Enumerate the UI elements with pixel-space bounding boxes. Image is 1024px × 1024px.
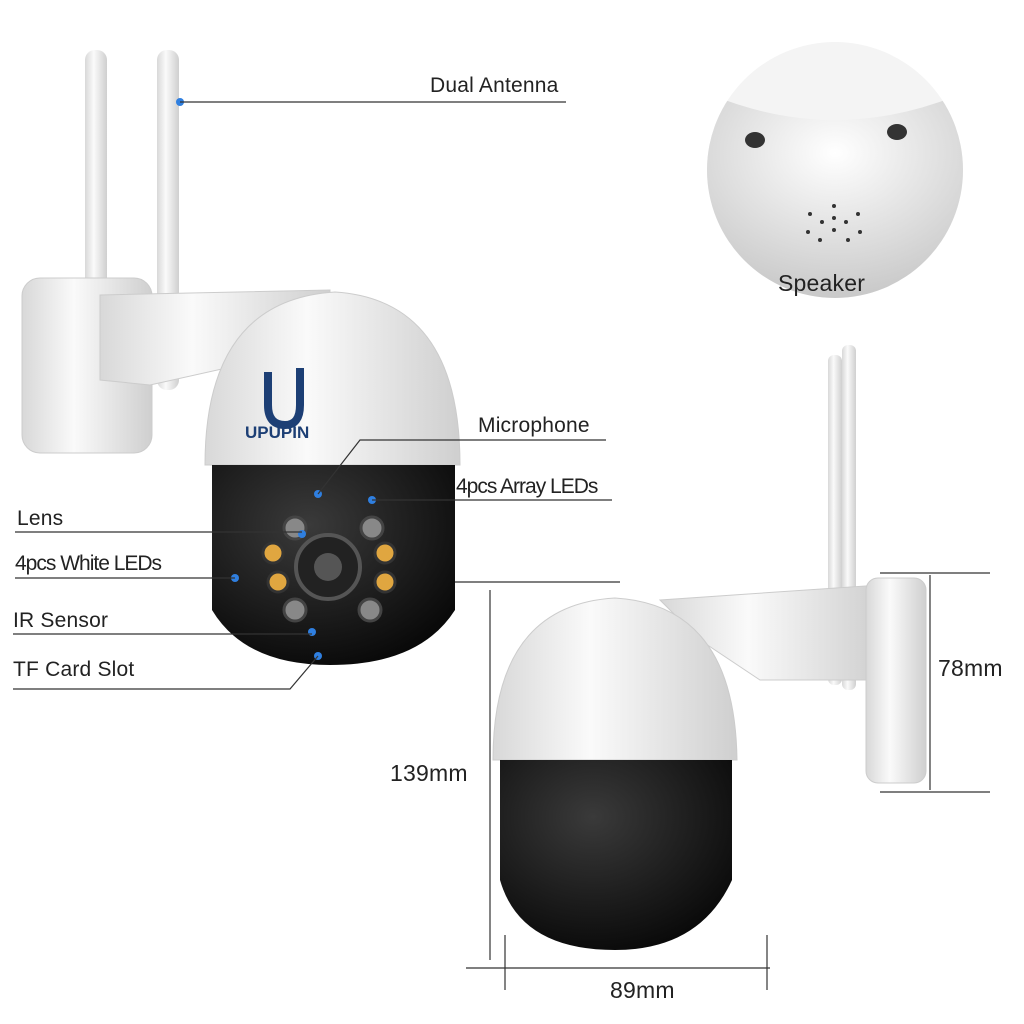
leader-lines bbox=[13, 101, 612, 690]
label-tf-card-slot: TF Card Slot bbox=[13, 658, 135, 681]
side-view-camera bbox=[492, 345, 927, 950]
label-lens: Lens bbox=[17, 507, 64, 530]
dimension-mount-height: 78mm bbox=[938, 655, 1003, 681]
speaker-inset bbox=[707, 42, 963, 298]
label-array-leds: 4pcs Array LEDs bbox=[456, 475, 598, 498]
label-microphone: Microphone bbox=[478, 414, 590, 437]
upupin-logo: UPUPIN bbox=[245, 368, 309, 442]
label-white-leds: 4pcs White LEDs bbox=[15, 552, 162, 575]
svg-text:UPUPIN: UPUPIN bbox=[245, 423, 309, 442]
label-ir-sensor: IR Sensor bbox=[13, 609, 109, 632]
dimension-width: 89mm bbox=[610, 977, 675, 1003]
dimension-lines bbox=[455, 572, 990, 990]
dimension-height: 139mm bbox=[390, 760, 468, 786]
white-leds bbox=[261, 541, 397, 594]
label-dual-antenna: Dual Antenna bbox=[430, 74, 559, 97]
label-speaker: Speaker bbox=[778, 270, 866, 296]
